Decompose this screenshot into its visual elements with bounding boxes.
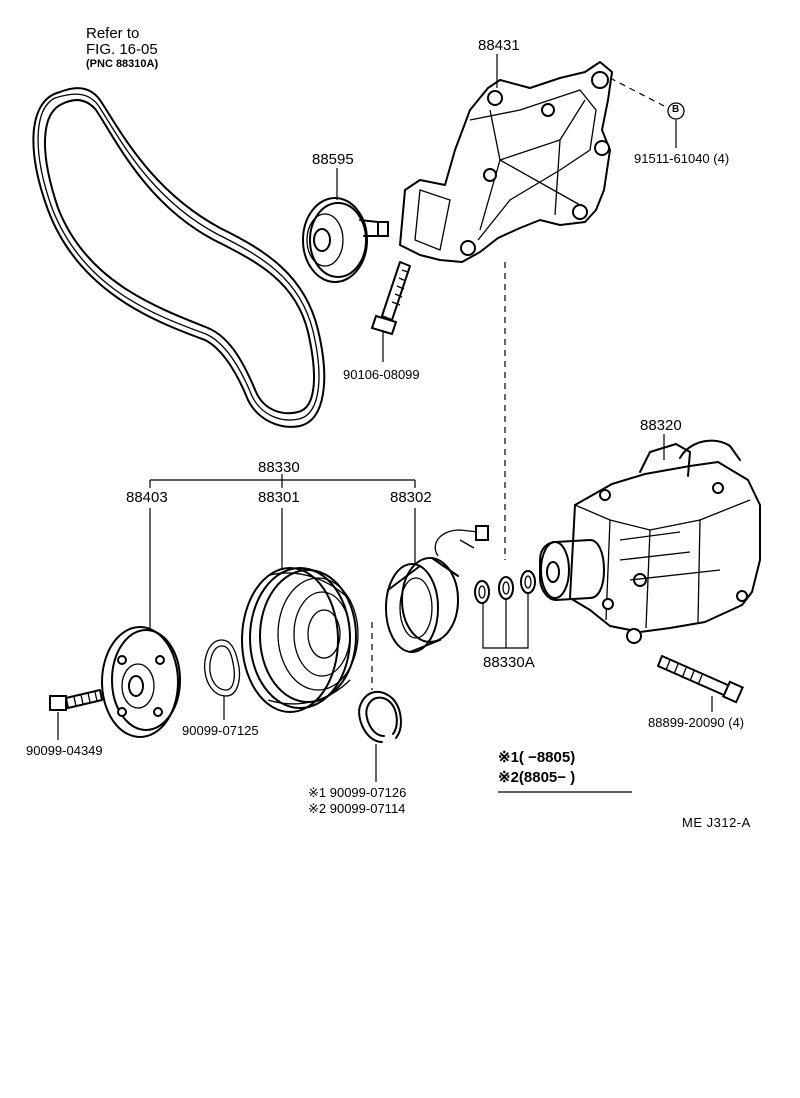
label-snap-ring-2[interactable]: ※2 90099-07114 — [308, 801, 406, 816]
idler-pulley[interactable] — [302, 197, 389, 283]
clutch-shims[interactable] — [474, 570, 536, 604]
label-88330a[interactable]: 88330A — [483, 654, 535, 671]
label-88302[interactable]: 88302 — [390, 489, 432, 506]
label-88431[interactable]: 88431 — [478, 37, 520, 54]
figure-code: ME J312-A — [682, 815, 751, 830]
compressor-bracket[interactable] — [399, 61, 613, 263]
label-88301[interactable]: 88301 — [258, 489, 300, 506]
refer-line-3: (PNC 88310A) — [86, 58, 159, 70]
label-88403[interactable]: 88403 — [126, 489, 168, 506]
pressure-plate-bolt[interactable] — [49, 689, 103, 711]
refer-line-1: Refer to — [86, 25, 140, 42]
label-91511-61040[interactable]: 91511-61040 (4) — [634, 151, 730, 166]
field-coil-stator[interactable] — [385, 525, 489, 653]
label-snap-ring-1[interactable]: ※1 90099-07126 — [308, 785, 407, 800]
label-88595[interactable]: 88595 — [312, 151, 354, 168]
drive-belt[interactable] — [32, 87, 326, 428]
label-b-marker: B — [672, 104, 680, 115]
shim-ring[interactable] — [203, 639, 241, 697]
compressor-bolt[interactable] — [657, 655, 744, 704]
label-90099-04349[interactable]: 90099-04349 — [26, 743, 103, 758]
label-90106-08099[interactable]: 90106-08099 — [343, 367, 420, 382]
b-marker-circle — [667, 102, 685, 120]
idler-bolt[interactable] — [370, 261, 411, 336]
label-88320[interactable]: 88320 — [640, 417, 682, 434]
legend-line-1: ※1( −8805) — [498, 749, 576, 766]
pressure-plate[interactable] — [101, 626, 181, 738]
legend-line-2: ※2(8805− ) — [498, 769, 576, 786]
ac-compressor[interactable] — [539, 439, 761, 644]
refer-line-2[interactable]: FIG. 16-05 — [86, 41, 158, 58]
clutch-pulley[interactable] — [241, 567, 359, 713]
label-88330[interactable]: 88330 — [258, 459, 300, 476]
label-90099-07125[interactable]: 90099-07125 — [182, 723, 259, 738]
label-88899-20090[interactable]: 88899-20090 (4) — [648, 715, 745, 730]
snap-ring[interactable] — [358, 690, 402, 743]
